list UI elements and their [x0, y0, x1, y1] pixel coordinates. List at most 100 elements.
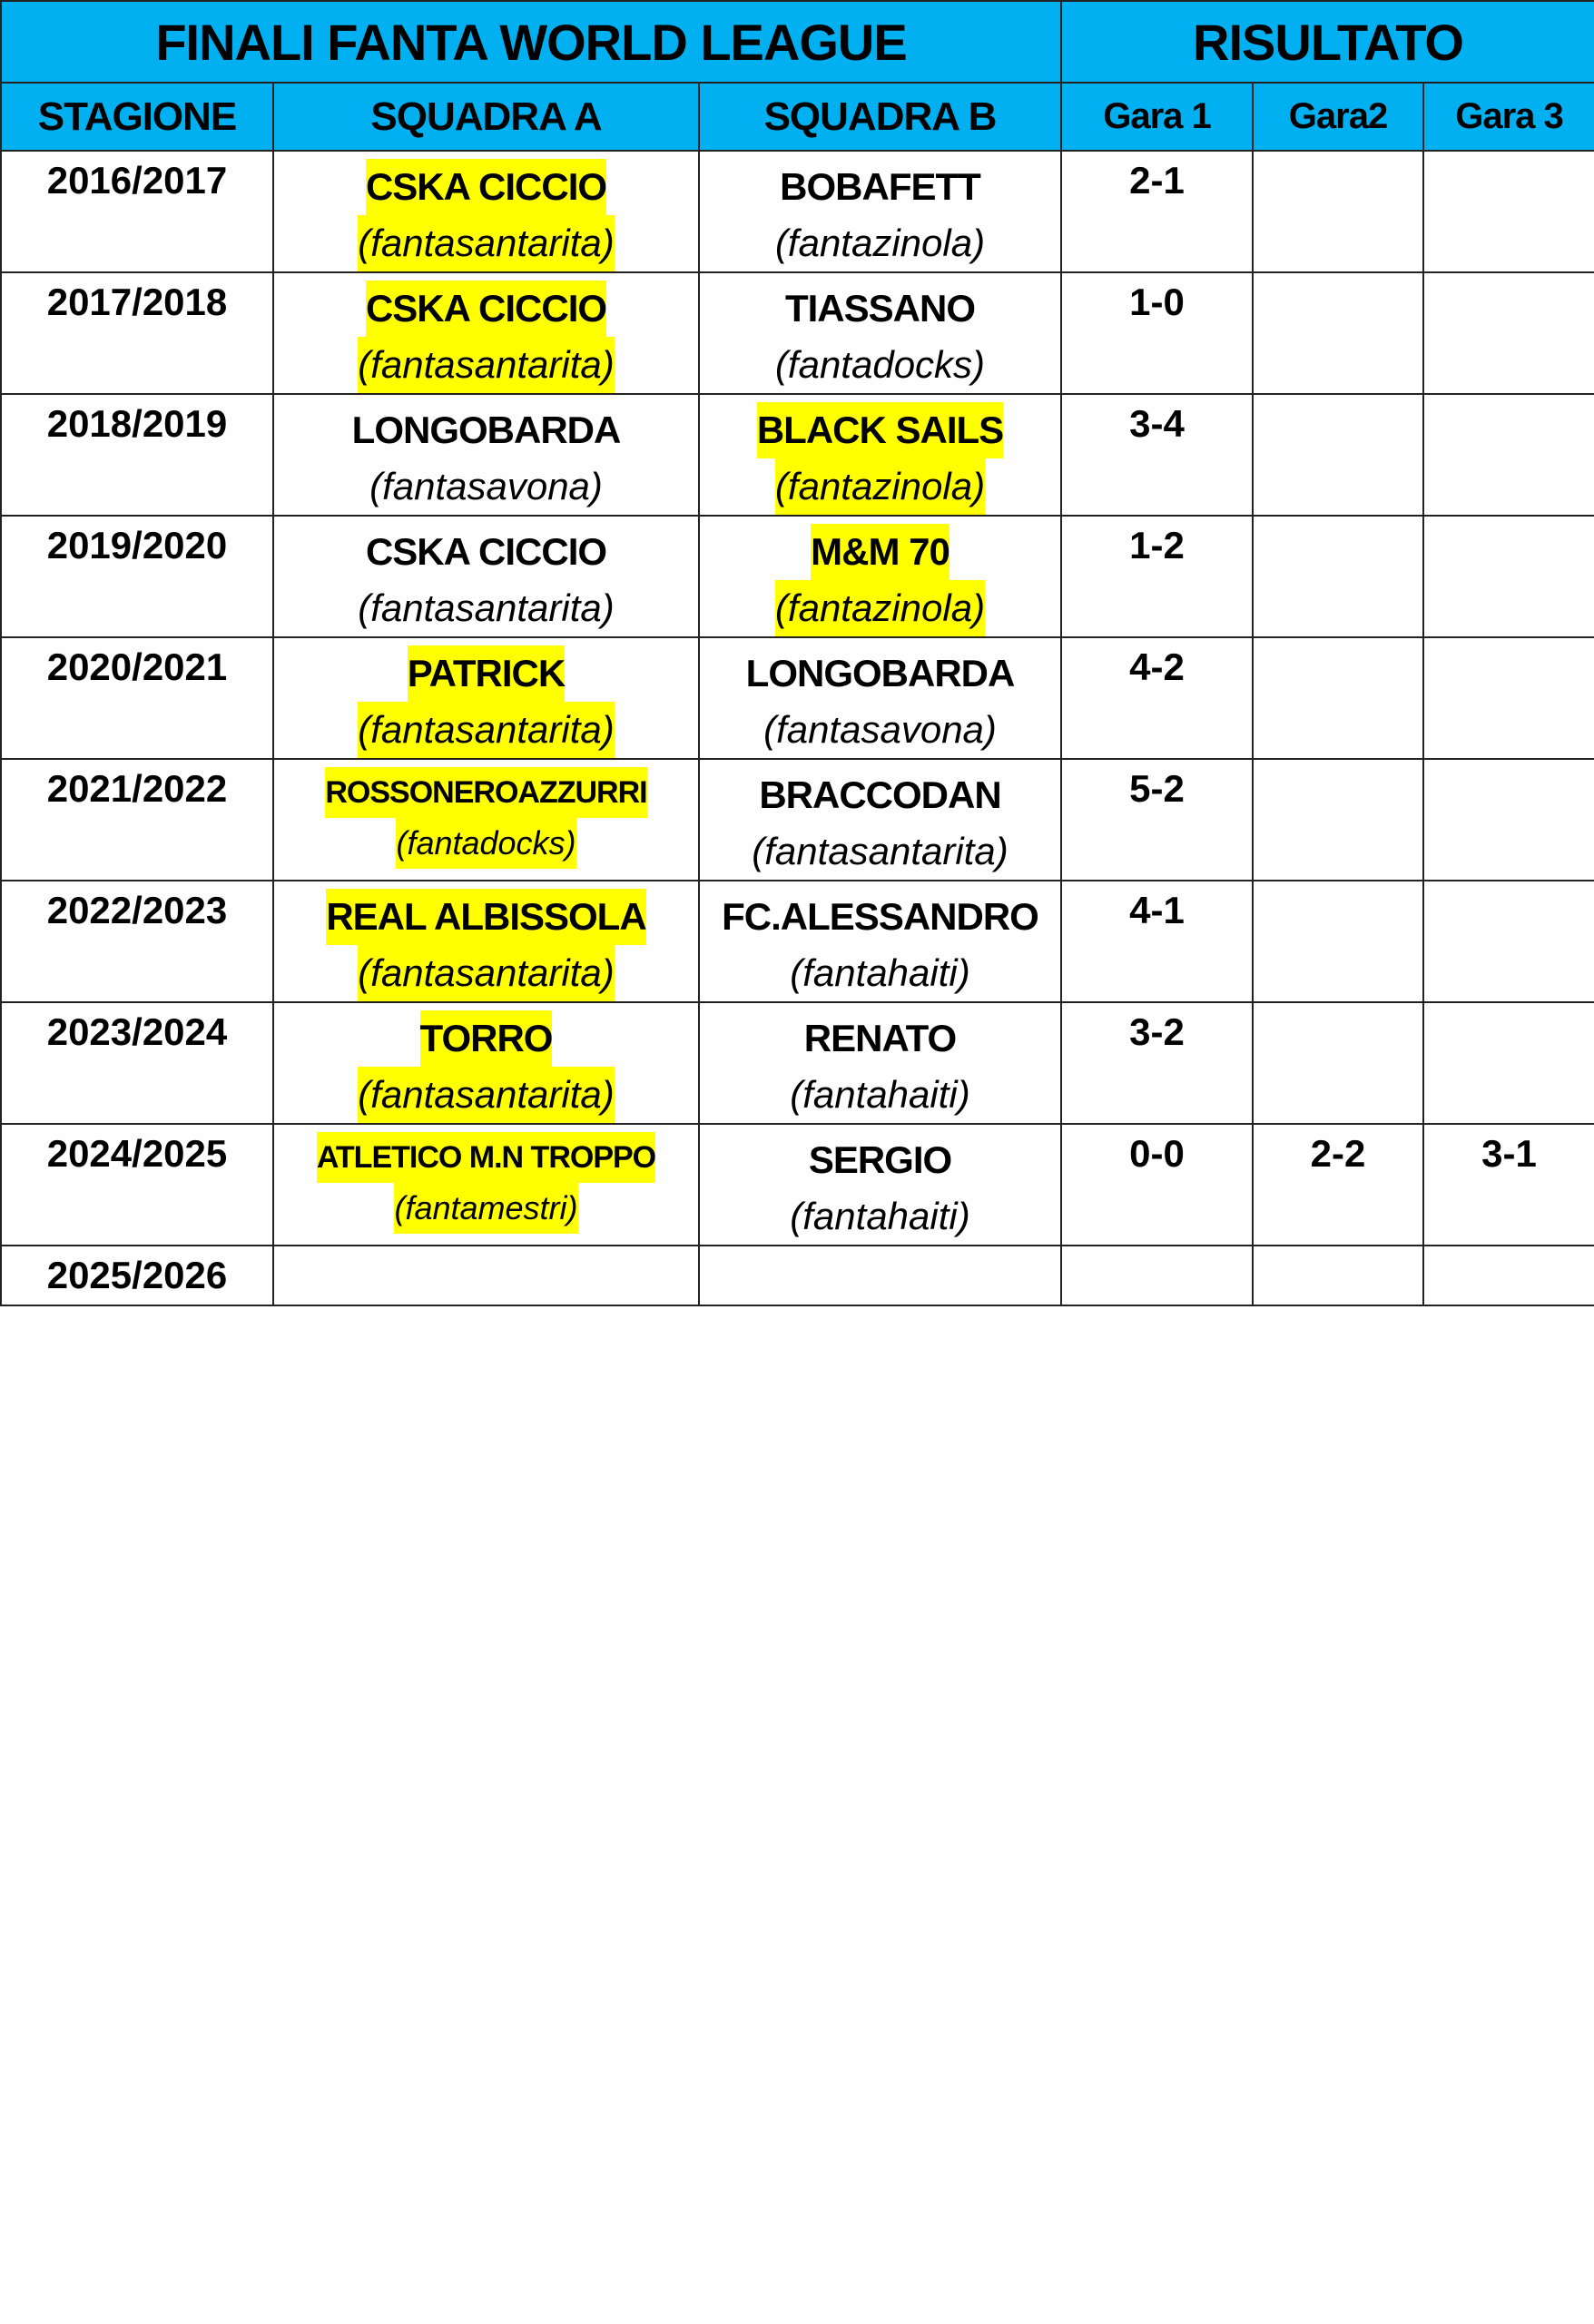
header-season: STAGIONE	[0, 82, 274, 152]
game3-cell	[1422, 1245, 1594, 1306]
team-name: BRACCODAN	[759, 773, 1001, 816]
team-b-cell: BRACCODAN (fantasantarita)	[698, 758, 1062, 881]
result-title: RISULTATO	[1059, 0, 1594, 84]
season-cell: 2017/2018	[0, 271, 274, 395]
game1-cell: 4-2	[1060, 636, 1254, 760]
game3-cell	[1422, 150, 1594, 273]
header-game1: Gara 1	[1060, 82, 1254, 152]
table-row: 2023/2024 TORRO (fantasantarita) RENATO …	[0, 1001, 1594, 1125]
team-owner: (fantasantarita)	[358, 702, 615, 758]
game1-cell: 5-2	[1060, 758, 1254, 881]
table-row: 2016/2017 CSKA CICCIO (fantasantarita) B…	[0, 150, 1594, 273]
team-b-cell: M&M 70 (fantazinola)	[698, 515, 1062, 638]
game2-cell	[1252, 758, 1424, 881]
team-name: ATLETICO M.N TROPPO	[316, 1132, 656, 1183]
game3-cell	[1422, 393, 1594, 517]
team-a-cell: ROSSONEROAZZURRI (fantadocks)	[272, 758, 700, 881]
team-name: FC.ALESSANDRO	[722, 895, 1039, 938]
team-name: CSKA CICCIO	[365, 281, 607, 337]
season-cell: 2016/2017	[0, 150, 274, 273]
game3-cell	[1422, 880, 1594, 1003]
team-name: M&M 70	[811, 524, 950, 580]
game2-cell	[1252, 1245, 1424, 1306]
team-a-cell: LONGOBARDA (fantasavona)	[272, 393, 700, 517]
team-owner: (fantasavona)	[369, 465, 603, 507]
team-name: TIASSANO	[784, 287, 976, 330]
table-row: 2022/2023 REAL ALBISSOLA (fantasantarita…	[0, 880, 1594, 1003]
team-b-cell: BLACK SAILS (fantazinola)	[698, 393, 1062, 517]
team-owner: (fantadocks)	[774, 343, 986, 386]
team-owner: (fantadocks)	[396, 818, 576, 869]
game3-cell	[1422, 271, 1594, 395]
team-owner: (fantasantarita)	[358, 215, 615, 271]
header-team-a: SQUADRA A	[272, 82, 700, 152]
team-owner: (fantasantarita)	[358, 1067, 615, 1123]
team-owner: (fantasantarita)	[358, 337, 615, 393]
team-owner: (fantahaiti)	[790, 951, 970, 994]
team-a-cell: CSKA CICCIO (fantasantarita)	[272, 150, 700, 273]
game2-cell: 2-2	[1252, 1123, 1424, 1246]
table-row: 2020/2021 PATRICK (fantasantarita) LONGO…	[0, 636, 1594, 760]
team-owner: (fantazinola)	[774, 580, 986, 636]
game2-cell	[1252, 393, 1424, 517]
team-owner: (fantahaiti)	[790, 1073, 970, 1116]
team-b-cell: BOBAFETT (fantazinola)	[698, 150, 1062, 273]
season-cell: 2025/2026	[0, 1245, 274, 1306]
header-team-b: SQUADRA B	[698, 82, 1062, 152]
table-row: 2019/2020 CSKA CICCIO (fantasantarita) M…	[0, 515, 1594, 638]
team-owner: (fantazinola)	[774, 222, 986, 264]
season-cell: 2024/2025	[0, 1123, 274, 1246]
game3-cell	[1422, 1001, 1594, 1125]
header-game3: Gara 3	[1422, 82, 1594, 152]
game1-cell: 0-0	[1060, 1123, 1254, 1246]
team-name: BLACK SAILS	[756, 402, 1004, 458]
game2-cell	[1252, 1001, 1424, 1125]
team-name: ROSSONEROAZZURRI	[325, 767, 648, 818]
team-name: PATRICK	[407, 645, 566, 702]
team-owner: (fantasantarita)	[752, 830, 1009, 872]
table-row: 2018/2019 LONGOBARDA (fantasavona) BLACK…	[0, 393, 1594, 517]
team-owner: (fantahaiti)	[790, 1195, 970, 1237]
season-cell: 2021/2022	[0, 758, 274, 881]
team-name: LONGOBARDA	[745, 652, 1016, 694]
team-name: SERGIO	[808, 1138, 952, 1181]
game1-cell: 1-2	[1060, 515, 1254, 638]
season-cell: 2019/2020	[0, 515, 274, 638]
game1-cell: 4-1	[1060, 880, 1254, 1003]
team-b-cell: TIASSANO (fantadocks)	[698, 271, 1062, 395]
team-a-cell: ATLETICO M.N TROPPO (fantamestri)	[272, 1123, 700, 1246]
game1-cell	[1060, 1245, 1254, 1306]
finals-table: FINALI FANTA WORLD LEAGUE RISULTATO STAG…	[0, 0, 1594, 1306]
game1-cell: 3-2	[1060, 1001, 1254, 1125]
game2-cell	[1252, 515, 1424, 638]
game1-cell: 3-4	[1060, 393, 1254, 517]
game3-cell	[1422, 515, 1594, 638]
team-owner: (fantasantarita)	[358, 945, 615, 1001]
season-cell: 2022/2023	[0, 880, 274, 1003]
table-row: 2025/2026	[0, 1245, 1594, 1306]
table-title: FINALI FANTA WORLD LEAGUE	[0, 0, 1062, 84]
game3-cell	[1422, 758, 1594, 881]
game1-cell: 2-1	[1060, 150, 1254, 273]
team-owner: (fantazinola)	[774, 458, 986, 515]
team-b-cell: RENATO (fantahaiti)	[698, 1001, 1062, 1125]
team-name: LONGOBARDA	[351, 409, 622, 451]
team-a-cell: PATRICK (fantasantarita)	[272, 636, 700, 760]
team-b-cell: LONGOBARDA (fantasavona)	[698, 636, 1062, 760]
season-cell: 2023/2024	[0, 1001, 274, 1125]
game2-cell	[1252, 880, 1424, 1003]
header-game2: Gara2	[1252, 82, 1424, 152]
team-a-cell: CSKA CICCIO (fantasantarita)	[272, 271, 700, 395]
table-row: 2021/2022 ROSSONEROAZZURRI (fantadocks) …	[0, 758, 1594, 881]
team-name: CSKA CICCIO	[365, 530, 607, 573]
team-a-cell	[272, 1245, 700, 1306]
team-a-cell: REAL ALBISSOLA (fantasantarita)	[272, 880, 700, 1003]
game2-cell	[1252, 636, 1424, 760]
team-a-cell: CSKA CICCIO (fantasantarita)	[272, 515, 700, 638]
table-row: 2017/2018 CSKA CICCIO (fantasantarita) T…	[0, 271, 1594, 395]
team-b-cell: SERGIO (fantahaiti)	[698, 1123, 1062, 1246]
team-name: TORRO	[419, 1010, 553, 1067]
team-a-cell: TORRO (fantasantarita)	[272, 1001, 700, 1125]
team-owner: (fantasantarita)	[358, 586, 615, 629]
game2-cell	[1252, 271, 1424, 395]
